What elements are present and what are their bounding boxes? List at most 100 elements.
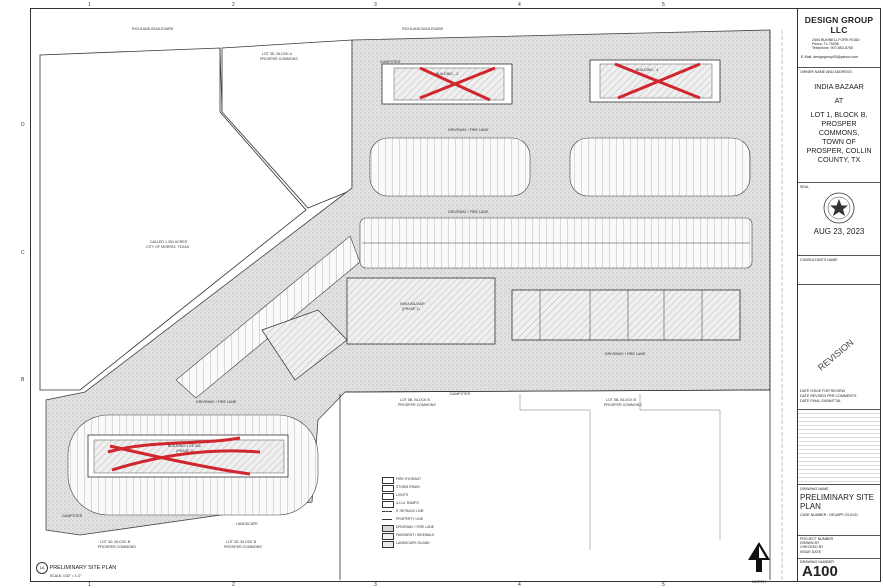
landscape-label: LANDSCAPE [236,522,258,526]
fire-hydrant-icon [382,477,394,484]
lot-label: LOT 5B, BLOCK B [606,398,636,402]
lot-label: PROSPER COMMONS [98,545,136,549]
firm-section: DESIGN GROUP LLC 2454 BUNNELL FORK ROAD … [798,9,880,68]
legend-item: STORM DRAIN [380,484,480,492]
dumpster-label: DUMPSTER [62,514,83,518]
drive-label: DRIVEWAY / FIRE LANE [448,128,489,132]
street-label: RICHLAND BOULEVARD [402,27,444,31]
drawing-title: PRELIMINARY SITE PLAN [800,493,874,512]
building-label: (PHASE 2) [176,449,194,453]
figure-title-text: PRELIMINARY SITE PLAN [49,565,117,571]
seal-stamp-icon [823,192,855,224]
building-label: BUILDING - 3 [436,72,459,76]
revision-row: DATE ISSUE FOR REVIEW [800,389,845,393]
grid-number: 4 [518,2,521,8]
building-label: BUILDING-4 RETAIL [168,444,202,448]
seal-header: SEAL [800,185,810,189]
lot-label: LOT 5B, BLOCK B [400,398,430,402]
legend-item: PROPERTY LINE [380,516,480,523]
grid-number: 3 [374,582,377,588]
sheet-number-section: DRAWING NUMBER A100 [798,559,880,580]
legend-item: LANDSCAPE ISLAND [380,540,480,548]
ramp-icon [382,501,394,508]
light-icon [382,493,394,500]
figure-scale: SCALE: 1/32" = 1'-0" [50,574,82,578]
firm-email: E-Mail: designgroup00@yahoo.com [801,54,859,59]
setback-line-icon [382,511,392,512]
meta-row: CHECKED BY [800,545,824,550]
lot-label: PROSPER COMMONS [260,57,298,61]
drawing-meta: PROJECT NUMBER DRAWN BY CHECKED BY ISSUE… [798,536,880,559]
pavement-swatch [382,533,394,540]
seal-date: AUG 23, 2023 [813,227,865,237]
dumpster-label: DUMPSTER [450,392,471,396]
sheet-number: A100 [802,563,838,581]
drive-label: DRIVEWAY / FIRE LANE [448,210,489,214]
parcel-label: CALLED 1.351 ACRES [150,240,188,244]
drive-label: DRIVEWAY / FIRE LANE [196,400,237,404]
blank-lines [798,410,880,485]
project-info: INDIA BAZAAR AT LOT 1, BLOCK B, PROSPER … [806,82,872,165]
lot-label: LOT 3D, BLOCK B [226,540,257,544]
grid-number: 4 [518,582,521,588]
grid-letter: D [21,122,25,128]
legend-item: PAVEMENT / SIDEWALK [380,532,480,540]
landscape-swatch [382,541,394,548]
street-label: RICHLAND BOULEVARD [132,27,174,31]
figure-ref: 1A [36,562,48,574]
lot-label: PROSPER COMMONS [604,403,642,407]
case-number: CASE NUMBER : DEVAPP-23-0131 [800,513,859,518]
building-label: BUILDING - 4 [636,68,659,72]
north-arrow-icon [748,542,770,572]
legend-item: 5' SETBACK LINE [380,508,480,515]
legend-item: FIRE HYDRANT [380,476,480,484]
lot-label: PROSPER COMMONS [224,545,262,549]
revision-row: DATE FINAL SUBMITTAL [800,399,842,403]
legend-item: A.D.A. RAMPS [380,500,480,508]
north-arrow: NORTH [746,540,772,584]
storm-drain-icon [382,485,394,492]
grid-number: 2 [232,2,235,8]
figure-title: 1A PRELIMINARY SITE PLAN SCALE: 1/32" = … [36,562,116,578]
project-header: OWNER NAME AND ADDRESS [800,70,852,74]
drawing-name-section: DRAWING NAME PRELIMINARY SITE PLAN CASE … [798,485,880,536]
grid-number: 2 [232,582,235,588]
consultants-header: CONSULTANTS NAME [800,258,838,262]
parcel-label: CITY OF MORRIS, TEXAS [146,245,190,249]
meta-row: ISSUE DATE [800,549,822,554]
property-line-icon [382,519,392,520]
building-label: (PHASE 1) [402,307,420,311]
drive-label: DRIVEWAY / FIRE LANE [605,352,646,356]
legend-item: LIGHTS [380,492,480,500]
lot-label: LOT 3D, BLOCK B [100,540,131,544]
firm-name: DESIGN GROUP LLC [804,15,874,35]
meta-row: PROJECT NUMBER [800,537,834,541]
grid-letter: C [21,250,25,256]
legend-item: DRIVEWAY / FIRE LANE [380,524,480,532]
fire-lane-swatch [382,525,394,532]
grid-number: 5 [662,2,665,8]
consultants-section: CONSULTANTS NAME [798,256,880,285]
grid-letter: B [21,377,25,383]
sheet-header: DRAWING NUMBER [800,560,834,564]
grid-number: 5 [662,582,665,588]
building-label: INDIA BAZAAR [400,302,425,306]
drawing-name-header: DRAWING NAME [800,487,829,491]
north-label: NORTH [751,579,767,584]
firm-address: 2454 BUNNELL FORK ROAD Frisco, Tx 75036 … [812,38,860,51]
revision-section: REVISION DATE ISSUE FOR REVIEW DATE REVI… [798,285,880,410]
meta-row: DRAWN BY [800,541,820,546]
seal-section: SEAL AUG 23, 2023 [798,183,880,256]
revision-row: DATE REVISED PER COMMENTS [800,394,857,398]
revision-label: REVISION [816,337,856,373]
title-block: DESIGN GROUP LLC 2454 BUNNELL FORK ROAD … [797,8,881,582]
project-section: OWNER NAME AND ADDRESS INDIA BAZAAR AT L… [798,68,880,183]
grid-number: 1 [88,582,91,588]
grid-number: 1 [88,2,91,8]
dumpster-label: DUMPSTER [380,60,401,64]
lot-label: LOT 3D, BLOCK A [262,52,292,56]
grid-number: 3 [374,2,377,8]
lot-label: PROSPER COMMONS [398,403,436,407]
